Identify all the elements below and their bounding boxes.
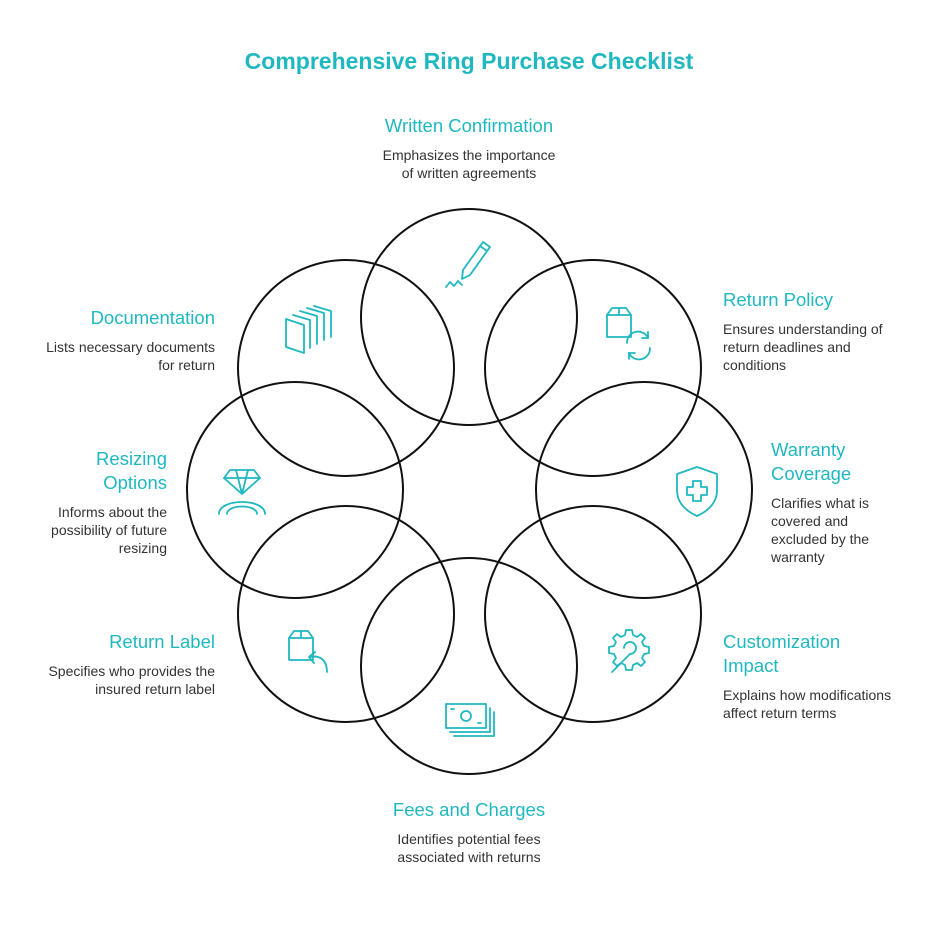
item-description: Explains how modifications affect return… bbox=[723, 687, 892, 721]
circle-return-policy bbox=[484, 259, 702, 477]
pen-signature-icon bbox=[445, 241, 491, 288]
item-title: Written Confirmation bbox=[384, 115, 554, 136]
circle-documentation bbox=[237, 259, 455, 477]
item-title: Resizing Options bbox=[96, 448, 167, 493]
diamond-ring-icon bbox=[218, 469, 266, 515]
item-warranty-coverage: Warranty Coverage Clarifies what is cove… bbox=[771, 438, 931, 566]
circle-resizing-options bbox=[186, 381, 404, 599]
item-return-policy: Return Policy Ensures understanding of r… bbox=[723, 288, 923, 374]
item-description: Clarifies what is covered and excluded b… bbox=[771, 495, 870, 565]
item-description: Identifies potential fees associated wit… bbox=[397, 831, 541, 865]
page-title: Comprehensive Ring Purchase Checklist bbox=[244, 48, 694, 74]
item-description: Lists necessary documents for return bbox=[46, 339, 215, 373]
item-title: Warranty Coverage bbox=[771, 439, 852, 484]
circle-return-label bbox=[237, 505, 455, 723]
box-refresh-icon bbox=[606, 307, 651, 361]
circle-customization-impact bbox=[484, 505, 702, 723]
money-stack-icon bbox=[445, 703, 495, 737]
item-description: Informs about the possibility of future … bbox=[51, 504, 167, 556]
box-return-icon bbox=[288, 630, 328, 673]
circle-fees-and-charges bbox=[360, 557, 578, 775]
item-title: Return Policy bbox=[723, 289, 834, 310]
documents-stack-icon bbox=[285, 305, 332, 354]
circle-warranty-coverage bbox=[535, 381, 753, 599]
item-description: Ensures understanding of return deadline… bbox=[723, 321, 883, 373]
gear-wrench-icon bbox=[608, 629, 650, 673]
shield-plus-icon bbox=[676, 466, 718, 517]
item-customization-impact: Customization Impact Explains how modifi… bbox=[723, 630, 928, 722]
item-written-confirmation: Written Confirmation Emphasizes the impo… bbox=[319, 114, 619, 182]
item-fees-and-charges: Fees and Charges Identifies potential fe… bbox=[319, 798, 619, 866]
item-title: Fees and Charges bbox=[392, 799, 546, 820]
item-documentation: Documentation Lists necessary documents … bbox=[15, 306, 215, 374]
item-return-label: Return Label Specifies who provides the … bbox=[15, 630, 215, 698]
item-title: Return Label bbox=[109, 631, 215, 652]
circle-written-confirmation bbox=[360, 208, 578, 426]
item-resizing-options: Resizing Options Informs about the possi… bbox=[7, 447, 167, 557]
item-title: Documentation bbox=[90, 307, 215, 328]
item-description: Emphasizes the importance of written agr… bbox=[382, 147, 556, 181]
item-description: Specifies who provides the insured retur… bbox=[48, 663, 215, 697]
item-title: Customization Impact bbox=[723, 631, 841, 676]
